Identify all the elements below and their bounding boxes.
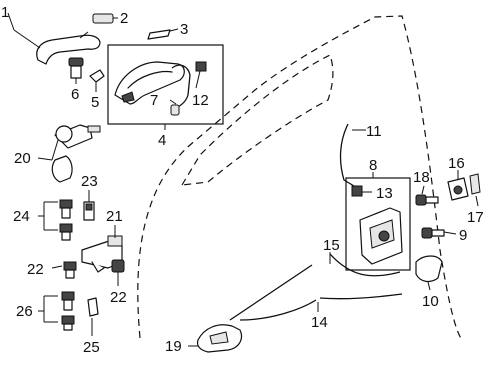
lock-rod-part <box>339 123 366 187</box>
callout-4: 4 <box>158 132 166 149</box>
callout-12: 12 <box>192 92 209 109</box>
callout-26: 26 <box>16 303 33 320</box>
handle-cap-part <box>92 13 118 24</box>
clip-part-5 <box>89 69 105 92</box>
bolt-part-22b <box>111 259 125 286</box>
callout-15: 15 <box>323 237 340 254</box>
striker-part-25 <box>87 297 99 336</box>
striker-plate-part-16 <box>447 170 469 201</box>
lock-cylinder-part <box>37 124 101 183</box>
inside-handle-part <box>188 324 243 353</box>
bolt-part-22a <box>51 261 77 279</box>
handle-frame-box <box>107 44 224 130</box>
callout-10: 10 <box>422 293 439 310</box>
callout-13: 13 <box>376 185 393 202</box>
callout-17: 17 <box>467 209 484 226</box>
handle-pad-part <box>147 28 179 40</box>
door-check-bolts <box>38 199 73 241</box>
release-cables <box>229 252 403 321</box>
callout-6: 6 <box>71 86 79 103</box>
callout-7: 7 <box>150 92 158 109</box>
callout-14: 14 <box>311 314 328 331</box>
callout-3: 3 <box>180 21 188 38</box>
screw-part-9 <box>421 227 457 239</box>
callout-22a: 22 <box>27 261 44 278</box>
callout-18: 18 <box>413 169 430 186</box>
callout-1: 1 <box>1 4 9 21</box>
callout-21: 21 <box>106 208 123 225</box>
outside-handle-part <box>7 12 101 65</box>
bolt-part-6 <box>68 57 84 84</box>
latch-assembly-box <box>345 172 411 271</box>
callout-23: 23 <box>81 173 98 190</box>
callout-2: 2 <box>120 10 128 27</box>
callout-25: 25 <box>83 339 100 356</box>
callout-11: 11 <box>366 123 382 140</box>
callout-22b: 22 <box>110 289 127 306</box>
latch-cover-part <box>415 255 443 291</box>
callout-24: 24 <box>13 208 30 225</box>
callout-19: 19 <box>165 338 182 355</box>
callout-20: 20 <box>14 150 31 167</box>
bolt-part-26 <box>38 291 75 331</box>
shim-part-17 <box>469 173 481 207</box>
door-outline <box>137 15 463 341</box>
callout-9: 9 <box>459 227 467 244</box>
screw-part-18 <box>415 185 439 206</box>
callout-16: 16 <box>448 155 465 172</box>
callout-8: 8 <box>369 157 377 174</box>
door-check-nut-23 <box>83 190 95 221</box>
callout-5: 5 <box>91 94 99 111</box>
